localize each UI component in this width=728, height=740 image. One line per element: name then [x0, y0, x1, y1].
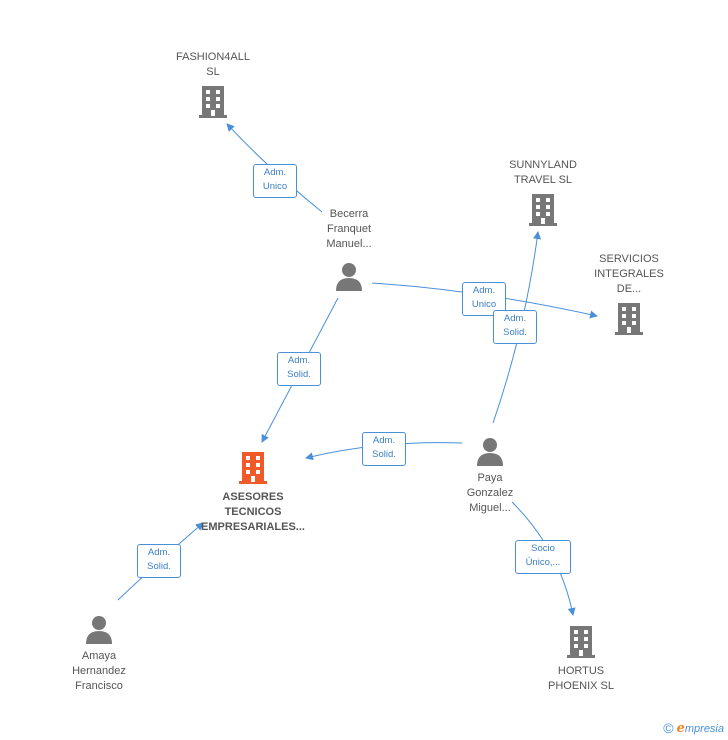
company-node-servicios[interactable]: SERVICIOS INTEGRALES DE...: [580, 252, 678, 335]
person-label: Amaya Hernandez Francisco: [72, 650, 126, 692]
building-icon: [567, 626, 595, 658]
company-node-hortus[interactable]: HORTUS PHOENIX SL: [532, 624, 630, 694]
edge-label-becerra-fashion[interactable]: Adm. Unico: [253, 164, 297, 198]
person-icon: [336, 263, 362, 291]
edge-label-becerra-asesores[interactable]: Adm. Solid.: [277, 352, 321, 386]
person-label: Paya Gonzalez Miguel...: [466, 472, 514, 514]
company-node-asesores[interactable]: ASESORES TECNICOS EMPRESARIALES...: [190, 450, 316, 535]
edge-label-paya-sunnyland[interactable]: Adm. Solid.: [493, 310, 537, 344]
edge-label-amaya-asesores[interactable]: Adm. Solid.: [137, 544, 181, 578]
building-icon: [199, 86, 227, 118]
company-node-fashion4all[interactable]: FASHION4ALL SL: [164, 50, 262, 118]
company-label: FASHION4ALL SL: [176, 51, 250, 78]
brand-name: mpresia: [684, 722, 724, 735]
copyright-icon: ©: [663, 720, 674, 736]
person-label: Becerra Franquet Manuel...: [326, 208, 372, 250]
person-icon: [477, 438, 503, 466]
person-node-paya[interactable]: Paya Gonzalez Miguel...: [441, 436, 539, 516]
edge-label-paya-asesores[interactable]: Adm. Solid.: [362, 432, 406, 466]
building-icon: [529, 194, 557, 226]
brand-watermark: © empresia: [663, 720, 724, 736]
edge-label-paya-hortus[interactable]: Socio Único,...: [515, 540, 571, 574]
person-node-amaya[interactable]: Amaya Hernandez Francisco: [50, 614, 148, 694]
company-label: ASESORES TECNICOS EMPRESARIALES...: [201, 491, 305, 533]
person-node-becerra[interactable]: Becerra Franquet Manuel...: [300, 207, 398, 291]
building-icon: [239, 452, 267, 484]
building-icon: [615, 303, 643, 335]
company-label: SUNNYLAND TRAVEL SL: [509, 159, 577, 186]
company-node-sunnyland[interactable]: SUNNYLAND TRAVEL SL: [494, 158, 592, 226]
person-icon: [86, 616, 112, 644]
brand-initial: e: [676, 720, 685, 736]
company-label: HORTUS PHOENIX SL: [547, 665, 615, 692]
company-label: SERVICIOS INTEGRALES DE...: [594, 253, 664, 295]
